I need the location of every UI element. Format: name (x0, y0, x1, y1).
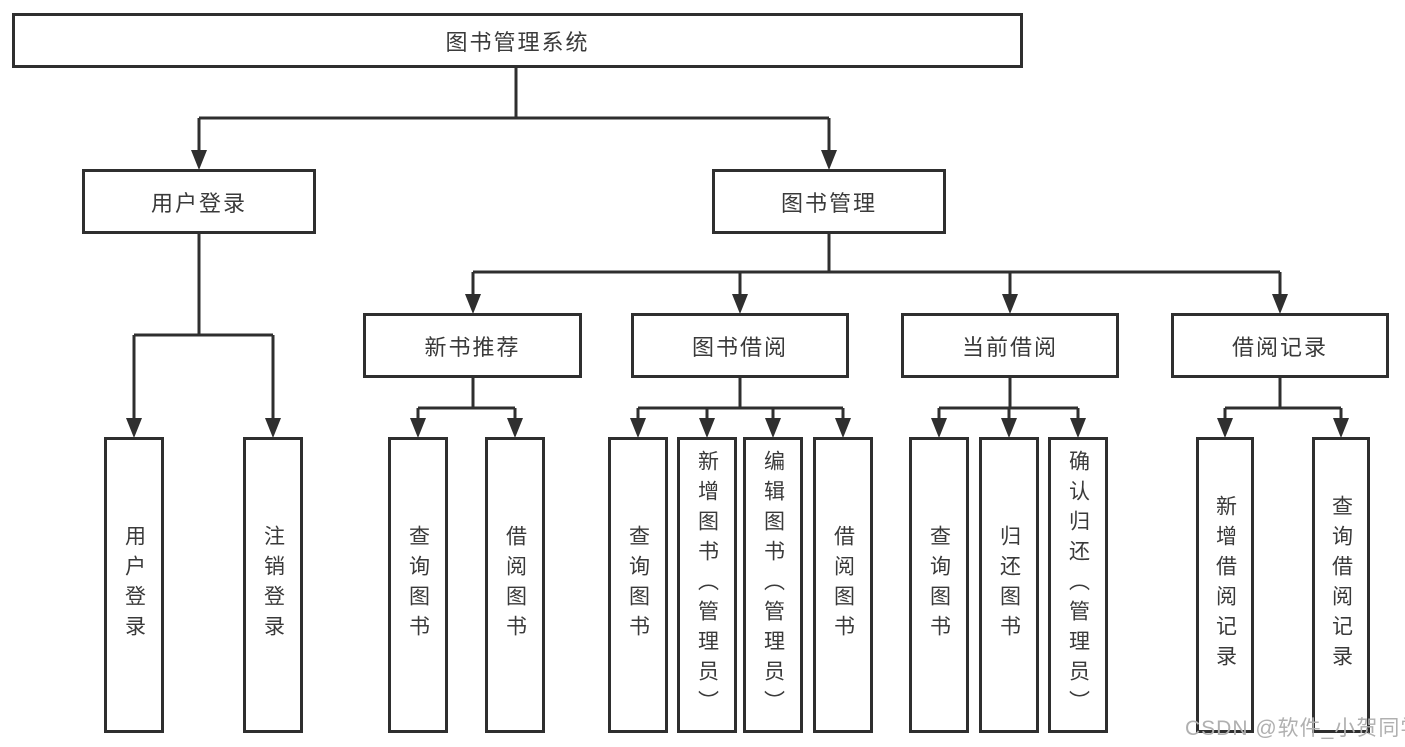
csdn-watermark: CSDN @软件_小贺同学 (1185, 717, 1405, 740)
connector-currentborrow-to-leaves (931, 378, 1086, 438)
node-label: 归还图书 (997, 525, 1021, 645)
node-label: 借阅图书 (503, 525, 527, 645)
arrow-down-icon (1070, 418, 1086, 438)
arrow-down-icon (699, 418, 715, 438)
connector-line (937, 378, 1080, 420)
connector-root-to-level2 (191, 68, 837, 170)
arrow-down-icon (126, 418, 142, 438)
node-label: 用户登录 (122, 525, 146, 645)
connector-line (636, 378, 845, 420)
node-new-book-recommendation: 新书推荐 (363, 313, 582, 378)
leaf-query-books: 查询图书 (909, 437, 969, 733)
leaf-borrow-books: 借阅图书 (813, 437, 873, 733)
leaf-edit-books-admin: 编辑图书（管理员） (743, 437, 803, 733)
arrow-down-icon (931, 418, 947, 438)
node-label: 借阅图书 (831, 525, 855, 645)
node-label: 注销登录 (261, 525, 285, 645)
leaf-query-borrow-record: 查询借阅记录 (1312, 437, 1370, 733)
arrow-down-icon (1272, 294, 1288, 314)
node-user-login: 用户登录 (82, 169, 316, 234)
node-label: 借阅记录 (1231, 334, 1328, 360)
node-label: 确认归还（管理员） (1066, 450, 1090, 720)
arrow-down-icon (630, 418, 646, 438)
node-root-system: 图书管理系统 (12, 13, 1023, 68)
connector-newbooks-to-leaves (410, 378, 523, 438)
node-label: 新书推荐 (424, 334, 521, 360)
arrow-down-icon (765, 418, 781, 438)
arrow-down-icon (1333, 418, 1349, 438)
arrow-down-icon (410, 418, 426, 438)
leaf-confirm-return-admin: 确认归还（管理员） (1048, 437, 1108, 733)
connector-line (416, 378, 517, 420)
node-label: 查询图书 (927, 525, 951, 645)
leaf-add-borrow-record: 新增借阅记录 (1196, 437, 1254, 733)
connector-bookmgmt-to-level3 (465, 234, 1288, 314)
leaf-user-login: 用户登录 (104, 437, 164, 733)
leaf-borrow-books: 借阅图书 (485, 437, 545, 733)
leaf-return-books: 归还图书 (979, 437, 1039, 733)
arrow-down-icon (732, 294, 748, 314)
connector-line (471, 234, 1282, 296)
node-label: 新增图书（管理员） (695, 450, 719, 720)
node-label: 图书借阅 (691, 334, 788, 360)
arrow-down-icon (835, 418, 851, 438)
arrow-down-icon (1001, 418, 1017, 438)
node-borrowing-records: 借阅记录 (1171, 313, 1389, 378)
arrow-down-icon (465, 294, 481, 314)
connector-bookborrow-to-leaves (630, 378, 851, 438)
node-label: 查询图书 (406, 525, 430, 645)
leaf-query-books: 查询图书 (388, 437, 448, 733)
leaf-logout: 注销登录 (243, 437, 303, 733)
node-label: 查询借阅记录 (1329, 495, 1353, 675)
arrow-down-icon (1002, 294, 1018, 314)
node-label: 图书管理系统 (445, 29, 590, 55)
node-label: 查询图书 (626, 525, 650, 645)
node-label: 用户登录 (150, 190, 247, 216)
node-label: 编辑图书（管理员） (761, 450, 785, 720)
node-label: 新增借阅记录 (1213, 495, 1237, 675)
node-book-borrowing: 图书借阅 (631, 313, 849, 378)
node-book-management: 图书管理 (712, 169, 946, 234)
connector-userlogin-to-leaves (126, 234, 281, 438)
connector-line (1223, 378, 1343, 420)
node-current-borrowing: 当前借阅 (901, 313, 1119, 378)
node-label: 当前借阅 (961, 334, 1058, 360)
connector-line (132, 234, 275, 420)
connector-line (197, 68, 831, 152)
arrow-down-icon (265, 418, 281, 438)
arrow-down-icon (191, 150, 207, 170)
connector-records-to-leaves (1217, 378, 1349, 438)
leaf-add-books-admin: 新增图书（管理员） (677, 437, 737, 733)
node-label: 图书管理 (780, 190, 877, 216)
arrow-down-icon (1217, 418, 1233, 438)
leaf-query-books: 查询图书 (608, 437, 668, 733)
arrow-down-icon (821, 150, 837, 170)
arrow-down-icon (507, 418, 523, 438)
